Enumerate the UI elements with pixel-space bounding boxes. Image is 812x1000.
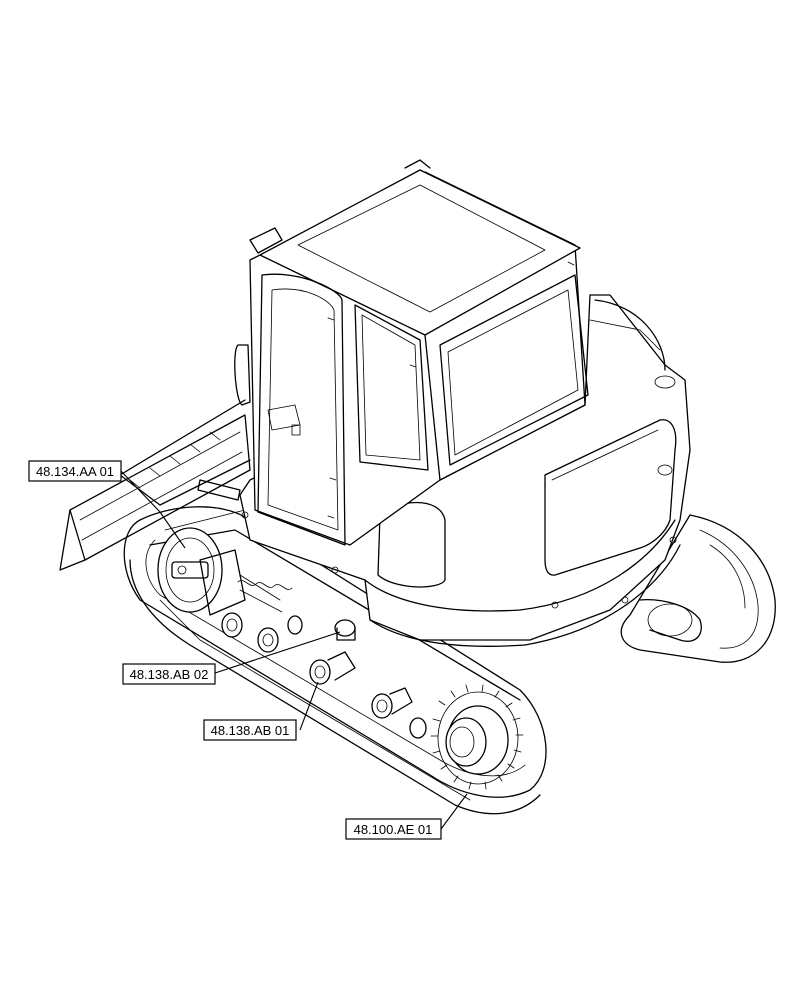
callout-label-top-roller: 48.138.AB 02 [130,667,209,682]
drive-sprocket [430,684,524,790]
leader-lines [119,469,468,830]
left-track-assembly [123,506,547,815]
callout-label-track: 48.100.AE 01 [354,822,433,837]
dozer-blade-assembly [59,399,251,571]
callout-label-bottom-roller: 48.138.AB 01 [211,723,290,738]
right-track-assembly [620,514,776,663]
callout-48-134-AA-01[interactable]: 48.134.AA 01 [28,460,122,482]
track-rollers [221,612,427,739]
operator-cab [234,159,589,546]
front-idler [157,527,303,635]
callout-48-138-AB-02[interactable]: 48.138.AB 02 [122,663,216,685]
callout-label-idler: 48.134.AA 01 [36,464,114,479]
callout-48-100-AE-01[interactable]: 48.100.AE 01 [345,818,442,840]
callout-48-138-AB-01[interactable]: 48.138.AB 01 [203,719,297,741]
